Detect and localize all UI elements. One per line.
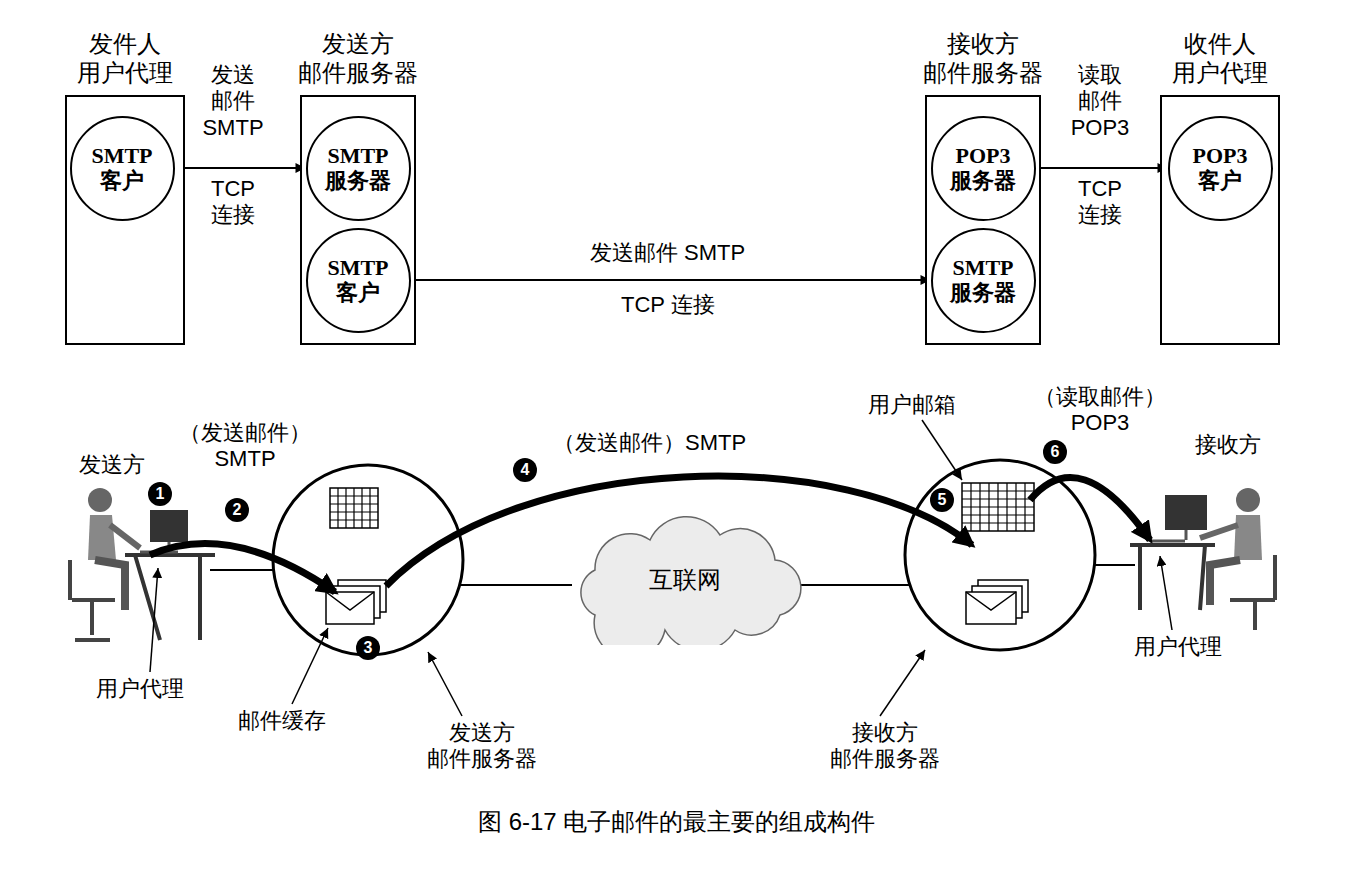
chair [1230, 555, 1275, 630]
text-label: 接收方 邮件服务器 [820, 720, 950, 773]
figure-caption: 图 6-17 电子邮件的最主要的组成构件 [476, 808, 877, 837]
edge-label: 发送 邮件 SMTP [197, 62, 269, 141]
desk [1130, 545, 1215, 610]
box-heading: 发送方 邮件服务器 [278, 30, 438, 88]
connector [1036, 167, 1168, 169]
box-heading: 收件人 用户代理 [1140, 30, 1300, 88]
circle-label: POP3 客户 [1176, 143, 1264, 194]
mailbox-grid [330, 488, 378, 528]
box-heading: 发件人 用户代理 [45, 30, 205, 88]
callout-number: 4 [513, 458, 537, 482]
connector [175, 167, 306, 169]
envelope-flap [326, 592, 374, 610]
mailbox-grid [962, 483, 1034, 531]
leader-line [880, 650, 925, 716]
chair [70, 560, 115, 640]
server-circle [273, 465, 463, 655]
desk [125, 555, 215, 640]
protocol-circle: SMTP 客户 [70, 116, 175, 221]
circle-label: SMTP 服务器 [314, 143, 402, 194]
text-label: 发送方 [77, 452, 147, 478]
callout-number: 6 [1043, 440, 1067, 464]
circle-label: POP3 服务器 [939, 143, 1027, 194]
person-head [88, 488, 112, 512]
server-box: 接收方 邮件服务器 POP3 服务器 SMTP 服务器 [903, 30, 1063, 345]
callout-number: 2 [225, 498, 249, 522]
envelope [966, 592, 1016, 624]
text-label: （发送邮件） SMTP [170, 420, 320, 473]
mailbox-grid [330, 488, 378, 528]
connector [411, 279, 931, 281]
flow-arrow [150, 544, 335, 592]
person-body [1234, 515, 1262, 560]
leader-line [922, 420, 962, 480]
person-legs [95, 560, 125, 610]
protocol-circle: SMTP 客户 [306, 228, 411, 333]
network-line [210, 569, 274, 571]
network-line [1094, 564, 1135, 566]
monitor [150, 510, 188, 542]
mailbox-grid [962, 483, 1034, 531]
person-arm [1200, 525, 1238, 538]
edge-label: 读取 邮件 POP3 [1064, 62, 1136, 141]
protocol-circle: SMTP 服务器 [931, 228, 1036, 333]
text-label: 用户邮箱 [866, 392, 958, 418]
envelope-flap [966, 592, 1016, 610]
leader-line [428, 652, 462, 716]
network-line [799, 584, 910, 586]
cloud-label: 互联网 [649, 566, 721, 595]
circle-label: SMTP 客户 [78, 143, 166, 194]
network-line [460, 584, 572, 586]
protocol-circle: SMTP 服务器 [306, 116, 411, 221]
text-label: TCP 连接 [1064, 176, 1136, 229]
keyboard [1150, 530, 1186, 541]
text-label: TCP 连接 [197, 176, 269, 229]
server-box: 发件人 用户代理 SMTP 客户 [45, 30, 205, 345]
text-label: （读取邮件） POP3 [1025, 384, 1175, 437]
box-heading: 接收方 邮件服务器 [903, 30, 1063, 88]
envelope [326, 592, 374, 624]
protocol-circle: POP3 服务器 [931, 116, 1036, 221]
leader-line [1160, 556, 1172, 630]
edge-label: 发送邮件 SMTP [588, 240, 747, 266]
protocol-circle: POP3 客户 [1168, 116, 1273, 221]
leader-line [150, 568, 158, 672]
text-label: （发送邮件）SMTP [551, 430, 748, 456]
circle-label: SMTP 客户 [314, 255, 402, 306]
internet-cloud: 互联网 [555, 515, 815, 645]
text-label: 邮件缓存 [236, 708, 328, 734]
person-head [1236, 488, 1260, 512]
person-arm [110, 525, 140, 548]
person-body [88, 515, 116, 560]
callout-number: 5 [930, 488, 954, 512]
text-label: 用户代理 [1132, 634, 1224, 660]
server-circle [905, 460, 1095, 650]
person-legs [1210, 560, 1240, 605]
server-box: 收件人 用户代理 POP3 客户 [1140, 30, 1300, 345]
server-box: 发送方 邮件服务器 SMTP 服务器 SMTP 客户 [278, 30, 438, 345]
cloud-outline [581, 517, 801, 645]
text-label: 用户代理 [94, 676, 186, 702]
callout-number: 3 [356, 636, 380, 660]
text-label: 发送方 邮件服务器 [417, 720, 547, 773]
text-label: TCP 连接 [619, 292, 717, 318]
leader-line [292, 628, 328, 704]
callout-number: 1 [148, 482, 172, 506]
text-label: 接收方 [1193, 432, 1263, 458]
flow-arrow [1030, 478, 1150, 541]
monitor [1165, 495, 1207, 530]
circle-label: SMTP 服务器 [939, 255, 1027, 306]
